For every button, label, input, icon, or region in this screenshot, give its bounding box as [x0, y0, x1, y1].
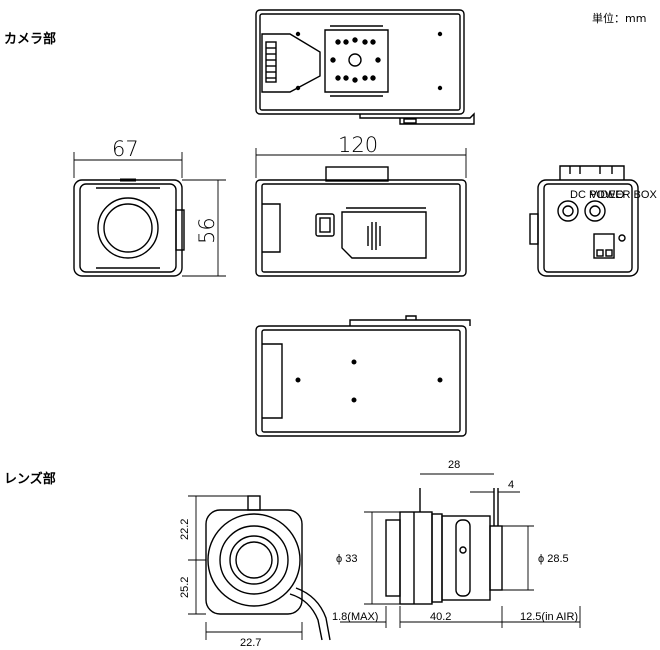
- dim-lens-diameter-front: ϕ 33: [336, 553, 357, 565]
- camera-bottom-view: [255, 315, 471, 437]
- dimension-lines: [73, 148, 581, 640]
- camera-top-view: [255, 9, 475, 125]
- dim-width: 67: [112, 137, 139, 161]
- unit-label: 単位：mm: [592, 12, 647, 25]
- dim-lens-length-top: 28: [448, 459, 460, 471]
- rear-power-label: DC POWER BOX: [570, 189, 657, 201]
- lens-heading: レンズ部: [4, 471, 56, 486]
- dim-lens-bottom-half: 25.2: [179, 577, 191, 598]
- dim-lens-step: 4: [508, 479, 514, 491]
- camera-side-view: [255, 166, 467, 277]
- rear-video-label: VIDEO: [590, 189, 625, 201]
- camera-front-view: [73, 178, 185, 277]
- dim-lens-front-max: 1.8(MAX): [332, 611, 378, 623]
- dim-lens-diameter-rear: ϕ 28.5: [538, 553, 569, 565]
- dim-lens-top-half: 22.2: [179, 519, 191, 540]
- camera-rear-view: [529, 165, 639, 277]
- dim-lens-flange: 12.5(in AIR): [520, 611, 578, 623]
- camera-heading: カメラ部: [4, 31, 57, 46]
- lens-front-view: [205, 495, 331, 641]
- dim-length: 120: [338, 133, 378, 157]
- lens-side-view: [385, 488, 503, 605]
- dim-lens-base-width: 22.7: [240, 637, 261, 649]
- dim-height: 56: [195, 217, 219, 244]
- dim-lens-body-length: 40.2: [430, 611, 451, 623]
